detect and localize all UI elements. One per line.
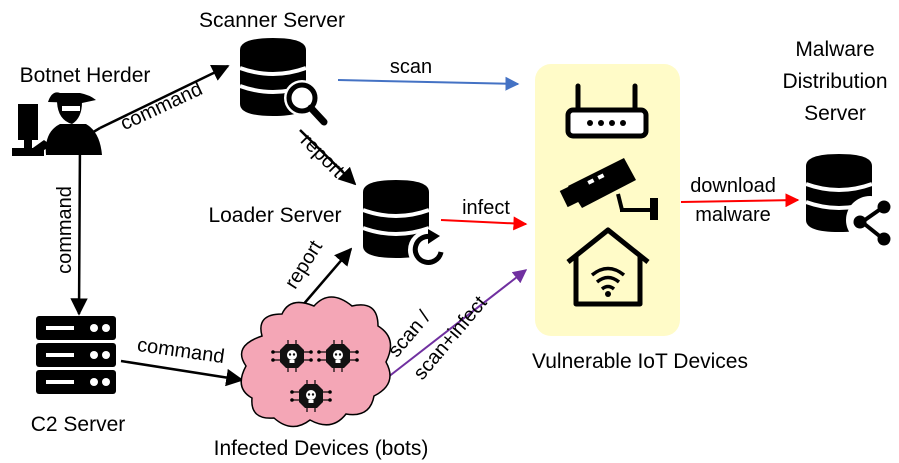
label-infected-devices: Infected Devices (bots) [214,437,429,460]
edge-download-malware [680,193,800,208]
label-loader-server: Loader Server [208,204,341,227]
cloud-bots-icon [240,296,392,428]
edge-loader-infect [440,216,528,231]
edge-herder-to-c2 [70,126,101,316]
edge-label-download-line1: download [690,175,776,197]
edge-label-loader-infect: infect [462,197,510,219]
edge-bots-report [295,247,353,314]
security-camera-icon [559,158,658,220]
edge-scanner-report [299,129,357,186]
edge-label-bots-scan-line2: scan+infect [409,292,492,384]
label-malware-dist-line3: Server [804,102,866,125]
edge-label-c2-to-bots: command [136,334,226,368]
edge-label-download-line2: malware [695,204,771,226]
label-botnet-herder: Botnet Herder [20,64,151,87]
label-malware-dist-line1: Malware [795,38,874,61]
label-scanner-server: Scanner Server [199,9,345,32]
label-vulnerable-iot: Vulnerable IoT Devices [532,350,748,373]
edge-c2-to-bots [120,359,244,387]
database-search-icon [239,38,328,126]
label-c2-server: C2 Server [31,413,126,436]
edge-label-scanner-scan: scan [390,56,432,78]
edge-herder-to-scanner [99,64,230,130]
hacker-icon [12,92,102,156]
smart-home-icon [566,227,650,307]
database-share-icon [805,154,894,246]
label-malware-dist-line2: Distribution [782,70,887,93]
router-icon [565,83,649,139]
edge-scanner-scan [337,76,520,91]
database-reload-icon [362,180,448,270]
edge-label-scanner-report: report [296,130,349,183]
server-rack-icon [36,316,116,394]
edge-label-herder-to-c2: command [54,186,76,274]
edge-bots-scan [382,269,528,382]
